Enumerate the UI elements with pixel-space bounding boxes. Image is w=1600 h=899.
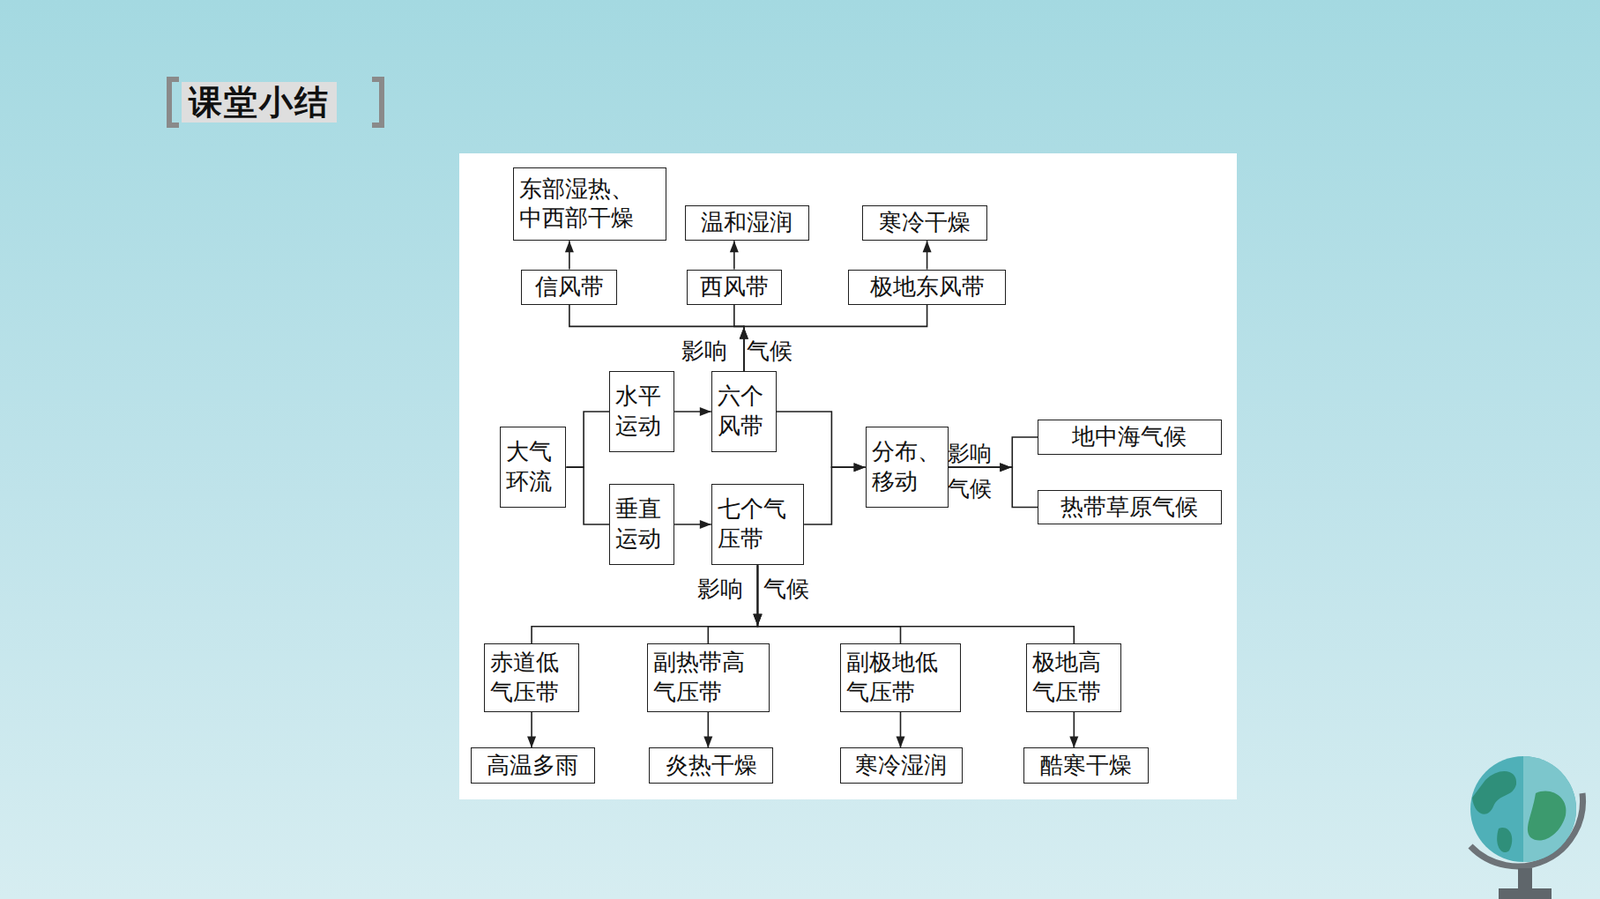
connector (1069, 712, 1079, 749)
connector (752, 565, 901, 644)
title-bracket (372, 79, 382, 126)
connector (729, 240, 739, 269)
connector (565, 411, 610, 468)
box-text: 炎热干燥 (654, 751, 767, 782)
concept-box: 寒冷湿润 (840, 747, 963, 784)
concept-box: 大气 环流 (499, 426, 566, 509)
box-text: 副热带高 气压带 (653, 647, 764, 708)
connector (922, 240, 932, 269)
edge-label: 气候 (746, 338, 793, 365)
box-text: 赤道低 气压带 (490, 647, 574, 708)
connector (734, 305, 749, 372)
globe-icon (1470, 756, 1584, 899)
concept-box: 东部湿热、 中西部干燥 (513, 167, 667, 241)
concept-box: 赤道低 气压带 (483, 643, 581, 713)
box-text: 垂直 运动 (615, 494, 669, 555)
box-text: 极地高 气压带 (1032, 647, 1116, 708)
box-text: 温和湿润 (691, 208, 804, 239)
connector (674, 407, 712, 417)
concept-box: 极地高 气压带 (1026, 643, 1122, 713)
box-text: 七个气 压带 (717, 494, 798, 555)
box-text: 水平 运动 (615, 381, 669, 442)
connector (674, 520, 712, 529)
box-text: 六个 风带 (717, 381, 771, 442)
concept-box: 酷寒干燥 (1023, 747, 1149, 784)
connector (896, 712, 906, 749)
edge-label: 气候 (947, 476, 992, 502)
connector (803, 462, 865, 525)
connector (531, 565, 762, 644)
concept-box: 地中海气候 (1037, 419, 1221, 456)
concept-box: 水平 运动 (609, 371, 675, 452)
box-text: 分布、 移动 (871, 437, 943, 498)
connector (565, 467, 610, 525)
edge-label: 影响 (947, 441, 992, 467)
box-text: 西风带 (692, 272, 776, 303)
concept-box: 副极地低 气压带 (840, 643, 962, 713)
box-text: 副极地低 气压带 (846, 647, 956, 708)
edge-label: 影响 (697, 576, 744, 603)
connector (565, 240, 574, 269)
connector (948, 437, 1039, 472)
concept-box: 六个 风带 (711, 371, 777, 452)
concept-box: 西风带 (686, 269, 782, 306)
box-text: 寒冷干燥 (868, 208, 982, 239)
concept-box: 垂直 运动 (609, 483, 675, 566)
connector (752, 565, 1074, 644)
box-text: 东部湿热、 中西部干燥 (519, 174, 661, 235)
concept-box: 分布、 移动 (865, 426, 949, 509)
concept-box: 信风带 (520, 269, 618, 306)
edge-label: 气候 (763, 576, 810, 603)
box-text: 热带草原气候 (1043, 492, 1215, 523)
concept-box: 七个气 压带 (711, 483, 804, 566)
connector (703, 712, 713, 749)
box-text: 酷寒干燥 (1029, 751, 1143, 782)
concept-box: 寒冷干燥 (862, 205, 988, 242)
edge-label: 影响 (681, 338, 728, 365)
box-text: 高温多雨 (476, 751, 589, 782)
concept-box: 温和湿润 (684, 205, 810, 242)
connector (569, 305, 749, 372)
concept-box: 高温多雨 (470, 747, 596, 784)
concept-box: 极地东风带 (848, 269, 1006, 306)
connector (776, 411, 866, 472)
slide-title: 课堂小结 (181, 81, 337, 123)
concept-box: 副热带高 气压带 (647, 643, 770, 713)
connector (739, 305, 928, 372)
box-text: 寒冷湿润 (846, 751, 957, 782)
concept-box: 热带草原气候 (1037, 490, 1221, 526)
connector (527, 712, 536, 749)
box-text: 极地东风带 (854, 272, 1000, 303)
connector (948, 462, 1039, 507)
concept-box: 炎热干燥 (648, 747, 774, 784)
box-text: 地中海气候 (1043, 422, 1215, 453)
title-bracket (169, 79, 179, 126)
box-text: 信风带 (527, 272, 611, 303)
box-text: 大气 环流 (506, 437, 560, 498)
